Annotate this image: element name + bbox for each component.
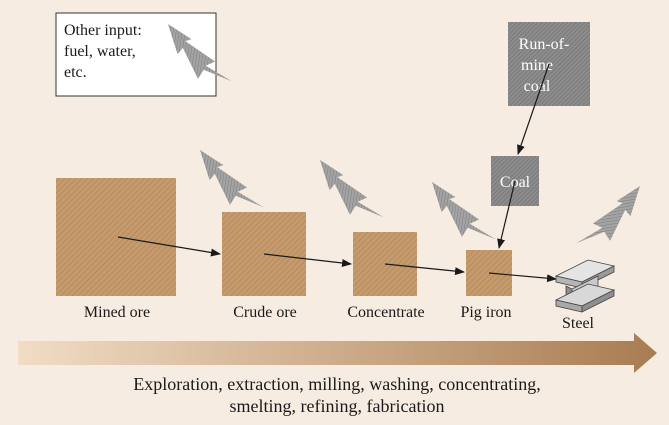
coal-label: Coal bbox=[500, 174, 531, 191]
concentrate-label: Concentrate bbox=[347, 304, 424, 321]
run-of-mine-line-3: coal bbox=[524, 78, 551, 95]
input-arrow-pig-iron bbox=[432, 182, 496, 240]
crude-ore-label: Crude ore bbox=[233, 304, 297, 321]
process-arrow bbox=[18, 333, 657, 373]
input-arrow-concentrate bbox=[320, 160, 384, 218]
run-of-mine-line-2: mine bbox=[521, 57, 553, 74]
process-line-1: Exploration, extraction, milling, washin… bbox=[133, 374, 540, 394]
mined-ore-label: Mined ore bbox=[84, 304, 150, 321]
steel-label: Steel bbox=[562, 315, 595, 332]
input-arrow-crude-ore bbox=[200, 150, 264, 208]
input-arrow-steel bbox=[576, 186, 640, 244]
arrow-run-of-mine-to-coal bbox=[517, 63, 550, 155]
run-of-mine-line-1: Run-of- bbox=[519, 36, 570, 53]
mined-ore-box bbox=[56, 178, 176, 296]
legend-line-2: fuel, water, bbox=[64, 43, 136, 60]
steel-beam-icon bbox=[554, 259, 616, 313]
arrow-crude-to-concentrate bbox=[263, 253, 352, 267]
arrow-concentrate-to-pig-iron bbox=[384, 263, 465, 276]
input-arrow-legend bbox=[168, 24, 232, 82]
legend-line-3: etc. bbox=[64, 64, 87, 81]
pig-iron-label: Pig iron bbox=[460, 304, 511, 321]
arrow-coal-to-pig-iron bbox=[497, 180, 516, 249]
process-line-2: smelting, refining, fabrication bbox=[230, 396, 445, 416]
arrow-pig-iron-to-steel bbox=[488, 272, 557, 283]
arrow-mined-to-crude bbox=[117, 236, 221, 257]
legend-line-1: Other input: bbox=[64, 22, 142, 39]
